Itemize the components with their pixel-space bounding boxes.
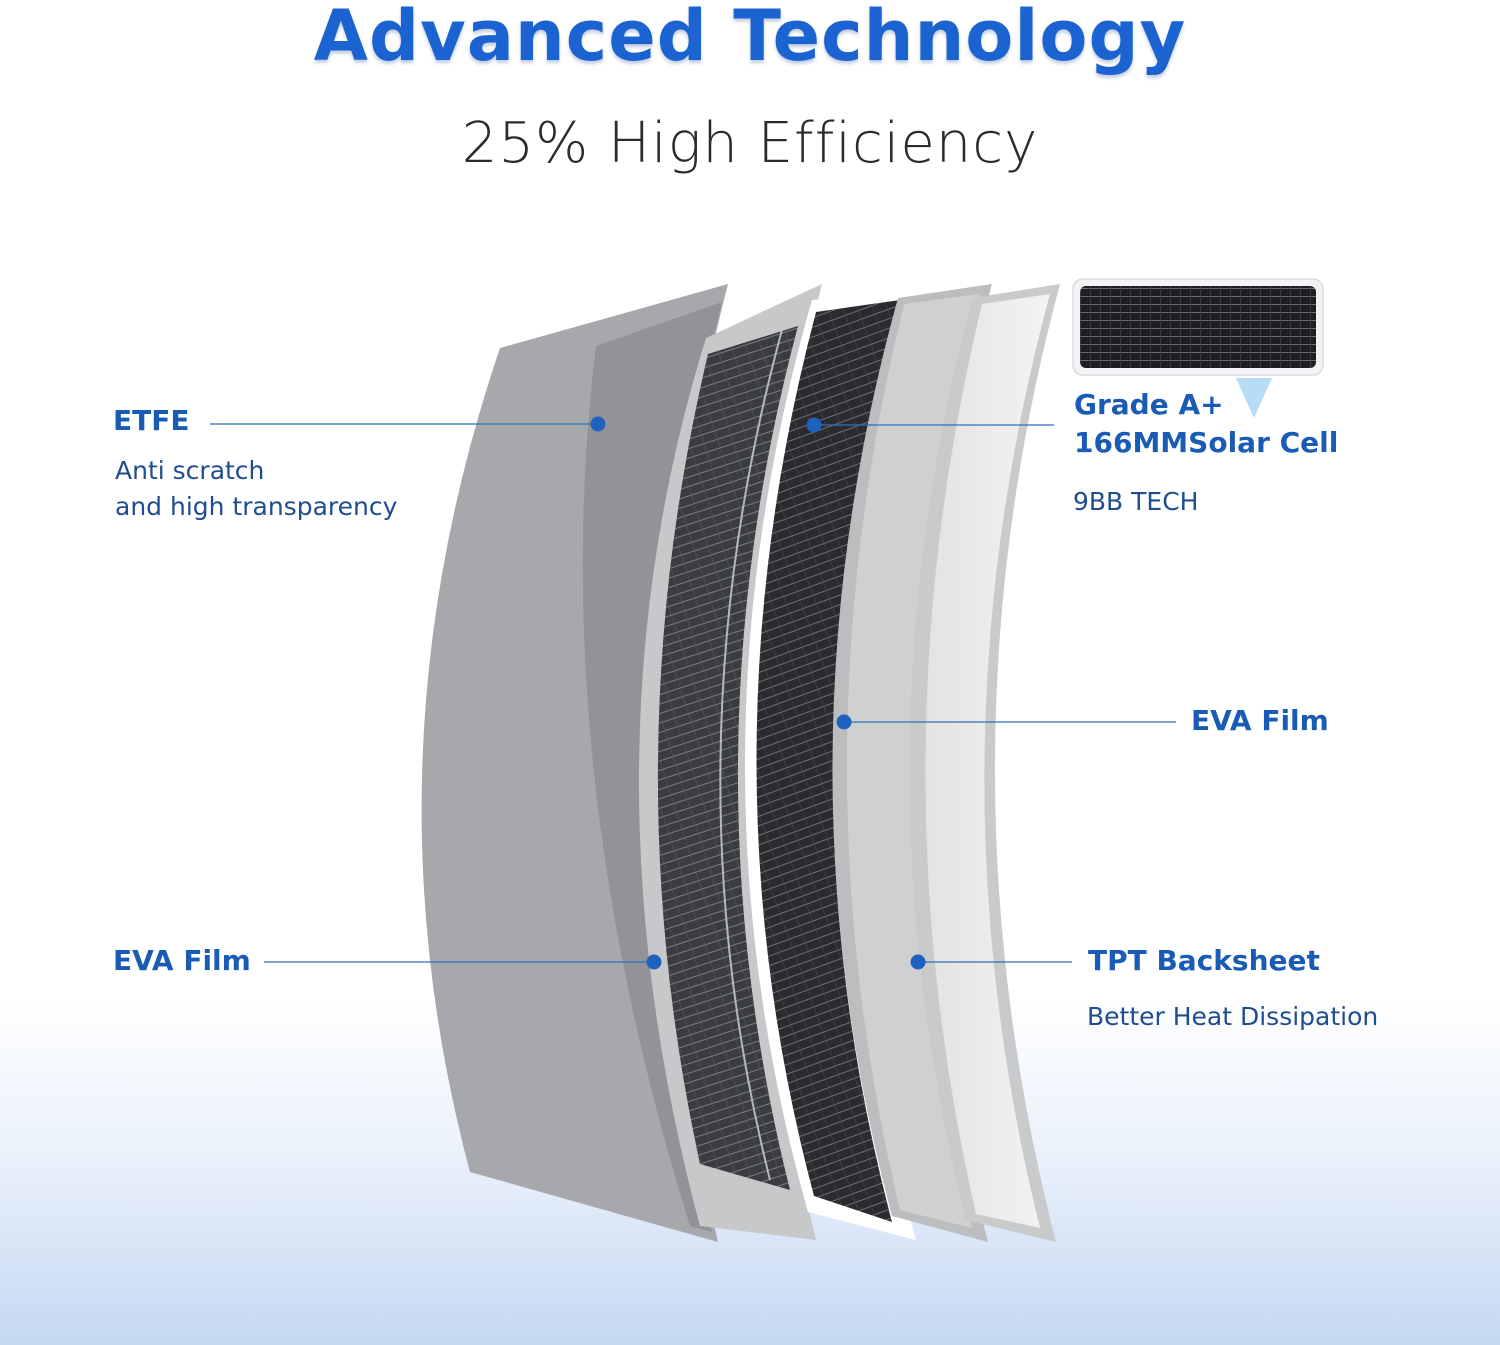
solar-cell-label-line2: 166MMSolar Cell (1074, 426, 1339, 459)
etfe-desc-line2: and high transparency (115, 492, 398, 521)
eva-film-layer-left (638, 284, 822, 1240)
solar-cell-dot-icon (806, 417, 822, 433)
solar-cell-thumbnail (1072, 278, 1324, 418)
etfe-label: ETFE (113, 404, 190, 437)
pointer-triangle-icon (1236, 378, 1272, 418)
tpt-backsheet-desc: Better Heat Dissipation (1087, 1002, 1379, 1031)
eva-film-right-label: EVA Film (1191, 704, 1329, 737)
eva-film-left-label: EVA Film (113, 944, 251, 977)
eva-right-dot-icon (836, 714, 852, 730)
tpt-backsheet-label: TPT Backsheet (1088, 944, 1320, 977)
page-subtitle: 25% High Efficiency (461, 111, 1039, 176)
etfe-dot-icon (590, 416, 606, 432)
tpt-backsheet-layer (909, 284, 1060, 1242)
solar-cell-label-line1: Grade A+ (1074, 388, 1224, 421)
eva-left-dot-icon (646, 954, 662, 970)
tpt-dot-icon (910, 954, 926, 970)
page-title: Advanced Technology (313, 0, 1187, 77)
etfe-desc-line1: Anti scratch (115, 456, 265, 485)
solar-cell-layer (744, 288, 916, 1240)
solar-cell-desc: 9BB TECH (1073, 487, 1199, 516)
leader-lines (210, 423, 1176, 963)
